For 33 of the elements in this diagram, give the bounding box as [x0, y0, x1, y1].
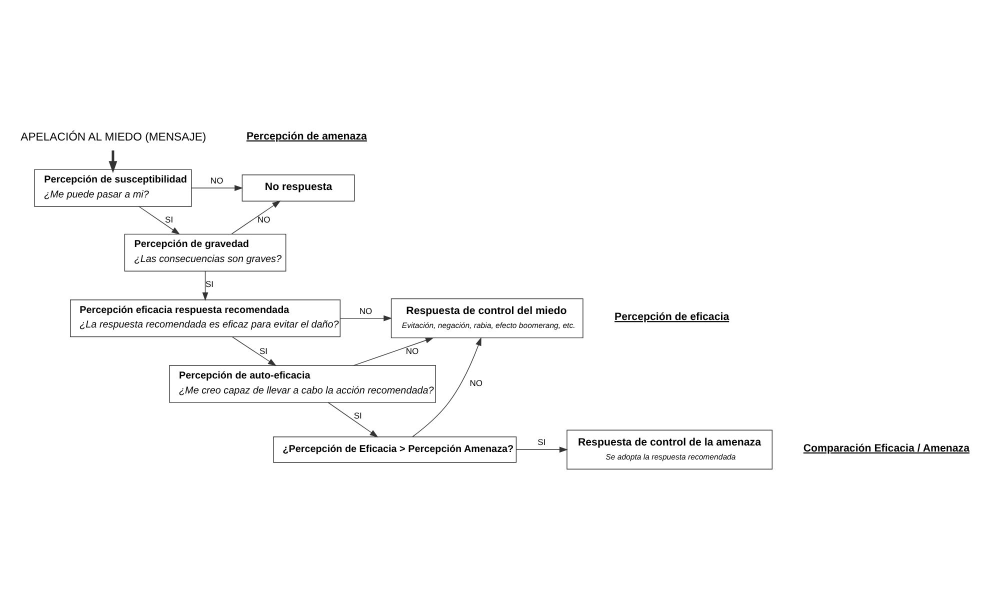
arrow [202, 270, 208, 300]
edge-label: NO [257, 214, 270, 224]
arrow [340, 314, 392, 321]
node-box: No respuesta [242, 174, 355, 202]
edge-label: SI [165, 214, 174, 224]
arrow [108, 150, 118, 173]
edge-label: SI [206, 278, 214, 289]
node-box: Percepción de auto-eficacia ¿Me creo capaz de llevar a cabo la acción recomendada? [169, 364, 436, 402]
node-box: Percepción de susceptibilidad ¿Me puede pasar a mi? [34, 168, 192, 206]
arrow [328, 402, 378, 437]
node-box: Percepción de gravedad ¿Las consecuencias son graves? [124, 233, 286, 271]
edge-label: SI [538, 436, 546, 447]
edge-label: NO [359, 305, 372, 316]
arrow [191, 184, 244, 191]
arrow [138, 206, 180, 234]
label: Percepción de amenaza [246, 130, 367, 142]
node-box: ¿Percepción de Eficacia > Percepción Amenaza? [273, 436, 517, 462]
label: Comparación Eficacia / Amenaza [803, 442, 970, 454]
node-box: Respuesta de control del miedo Evitación, negación, rabia, efecto boomerang, etc. [390, 298, 584, 338]
arrow [353, 336, 434, 366]
edge-label: SI [354, 410, 362, 420]
label: Percepción de eficacia [614, 310, 730, 323]
edge-label: SI [259, 345, 268, 356]
edge-label: NO [470, 378, 482, 388]
arrow [516, 446, 568, 452]
edge-label: NO [210, 174, 224, 185]
edge-label: NO [406, 345, 419, 356]
node-box: Respuesta de control de la amenaza Se adopta la respuesta recomendada [566, 429, 772, 470]
node-box: Percepción eficacia respuesta recomendada ¿La respuesta recomendada es eficaz para evitar el daño? [70, 298, 340, 337]
node-text: APELACIÓN AL MIEDO (MENSAJE) [20, 130, 206, 143]
arrow [231, 200, 281, 234]
arrow [412, 336, 482, 437]
arrow [232, 336, 276, 366]
